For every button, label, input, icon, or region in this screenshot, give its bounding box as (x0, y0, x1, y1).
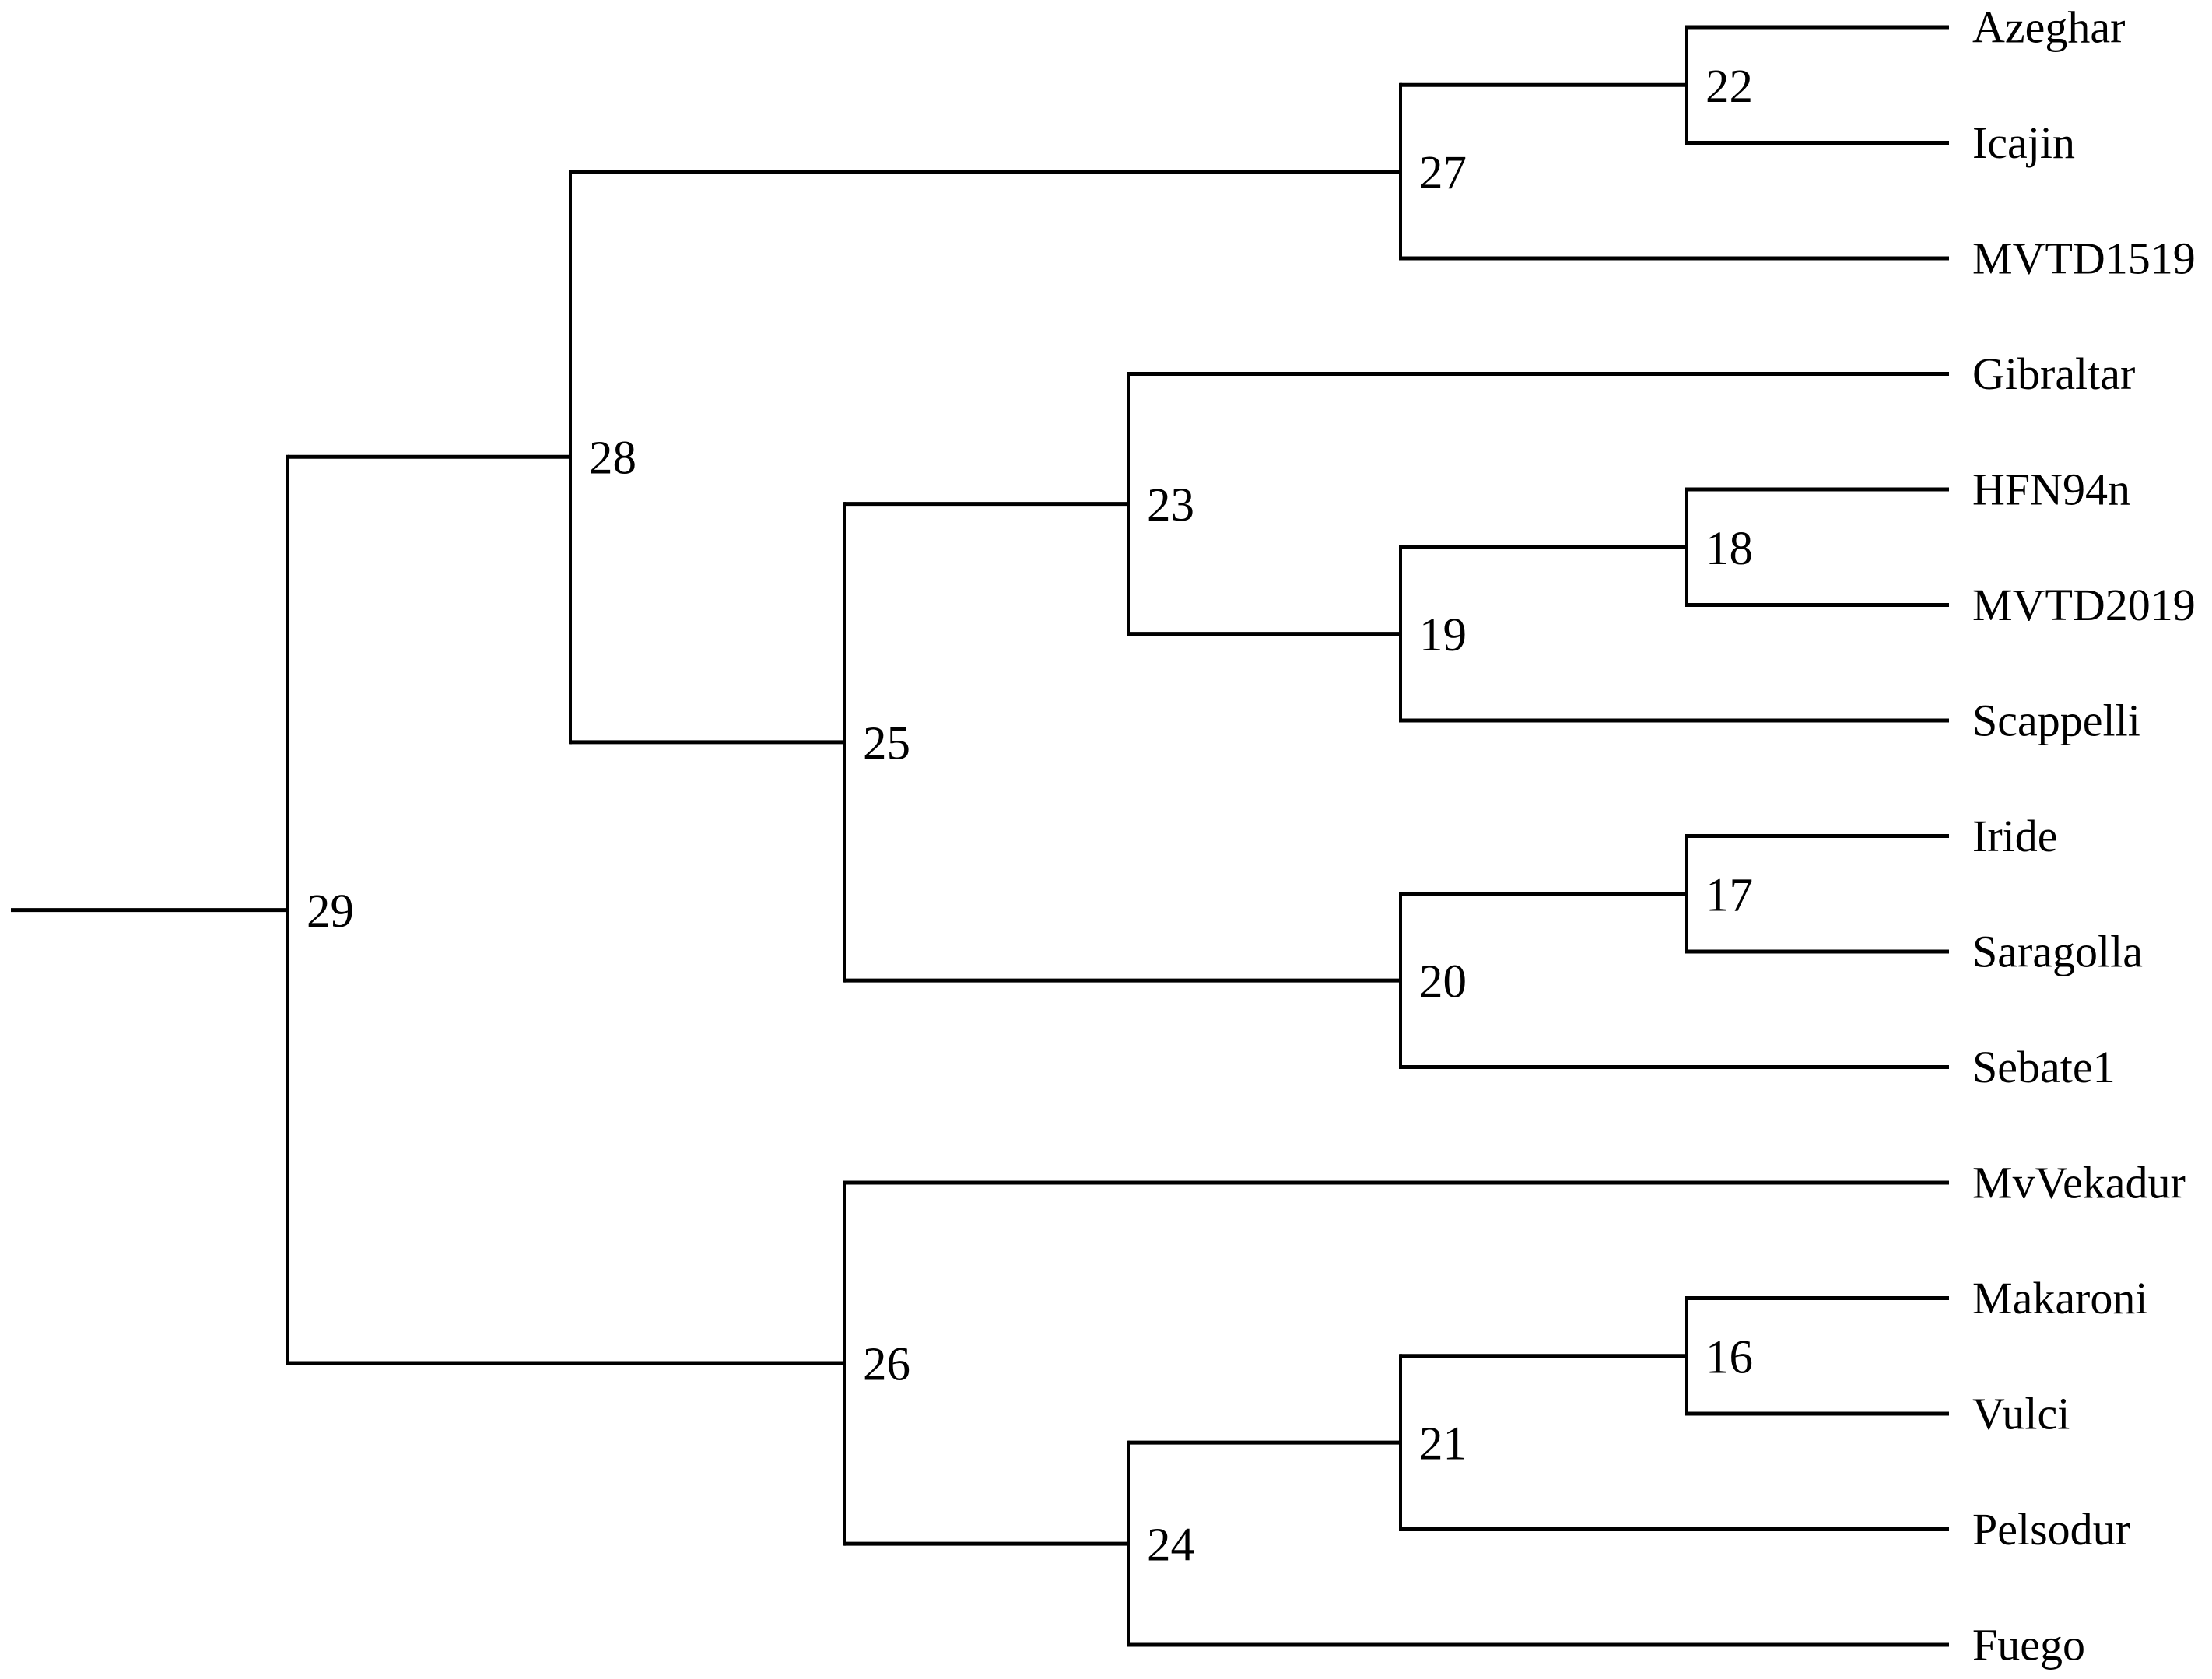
taxon-label: MvVekadur (1972, 1158, 2186, 1208)
taxon-label: Vulci (1972, 1389, 2070, 1439)
taxon-label: MVTD2019 (1972, 580, 2196, 630)
tree-edges (11, 25, 1949, 1647)
node-id-label: 17 (1705, 869, 1753, 921)
taxon-label: HFN94n (1972, 464, 2130, 515)
node-id-label: 29 (307, 885, 354, 938)
taxon-label: Icajin (1972, 117, 2075, 168)
node-id-label: 22 (1705, 61, 1753, 113)
node-id-label: 16 (1705, 1331, 1753, 1383)
taxon-label: Scappelli (1972, 696, 2140, 746)
taxon-label: Sebate1 (1972, 1042, 2116, 1092)
node-id-label: 28 (589, 433, 636, 485)
taxon-label: Makaroni (1972, 1273, 2148, 1323)
node-id-label: 18 (1705, 523, 1753, 575)
taxon-label: Fuego (1972, 1620, 2085, 1670)
node-id-label: 25 (863, 717, 910, 769)
taxon-label: Gibraltar (1972, 349, 2135, 399)
taxon-label: MVTD1519 (1972, 233, 2196, 284)
node-id-label: 20 (1419, 956, 1467, 1008)
node-id-label: 24 (1147, 1520, 1194, 1572)
node-id-label: 26 (863, 1339, 910, 1391)
taxon-label: Saragolla (1972, 927, 2143, 977)
node-id-label: 27 (1419, 147, 1467, 199)
taxon-label: Iride (1972, 811, 2058, 861)
node-id-label: 23 (1147, 479, 1194, 531)
taxon-label: Pelsodur (1972, 1504, 2130, 1555)
node-id-label: 21 (1419, 1418, 1467, 1470)
node-id-label: 19 (1419, 609, 1467, 661)
taxon-label: Azeghar (1972, 2, 2125, 53)
